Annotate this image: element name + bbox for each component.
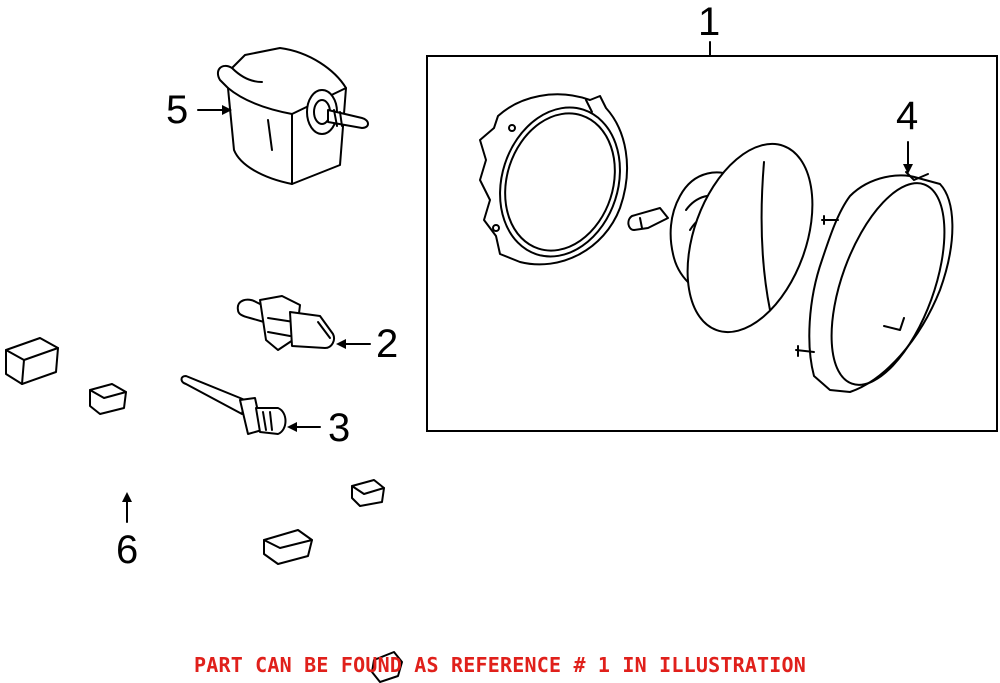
sealed-beam-lamp bbox=[627, 142, 814, 334]
callout-2: 2 bbox=[376, 322, 399, 366]
footer-note: PART CAN BE FOUND AS REFERENCE # 1 IN IL… bbox=[193, 653, 807, 677]
leader-4-arrowhead bbox=[903, 164, 913, 174]
leader-2-arrowhead bbox=[336, 339, 346, 349]
reference-1-box bbox=[426, 55, 998, 432]
leader-5-arrowhead bbox=[222, 105, 232, 115]
part-5-leveling-motor bbox=[216, 47, 369, 185]
headlamp-housing-ring bbox=[479, 93, 629, 266]
leader-6-arrowhead bbox=[122, 492, 132, 502]
callout-1: 1 bbox=[698, 0, 721, 44]
part-6-wiring-harness bbox=[5, 337, 403, 683]
callout-5: 5 bbox=[166, 88, 189, 132]
callout-3: 3 bbox=[328, 406, 351, 450]
callout-6: 6 bbox=[116, 528, 139, 572]
part-2-bulb bbox=[236, 295, 335, 351]
leader-3-arrowhead bbox=[287, 422, 297, 432]
part-3-bulb bbox=[180, 375, 287, 435]
part-4-retaining-ring bbox=[795, 171, 954, 393]
callout-4: 4 bbox=[896, 94, 919, 138]
